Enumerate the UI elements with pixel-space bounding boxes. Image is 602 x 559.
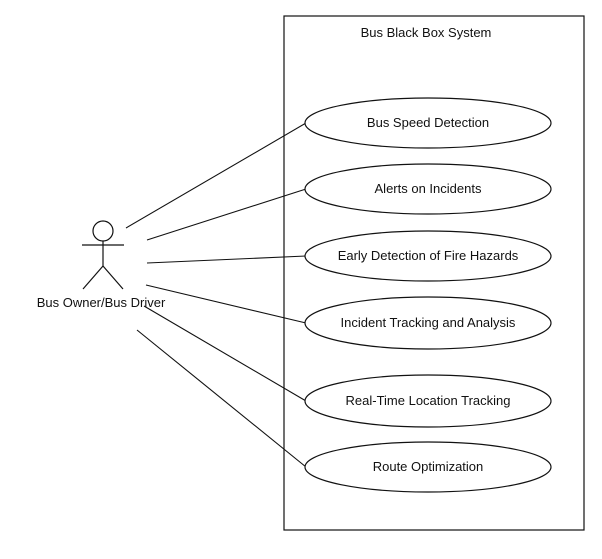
use-case-label: Incident Tracking and Analysis [341,315,516,330]
use-case-ellipse [304,163,552,215]
association-line-1 [125,122,307,229]
system-boundary [283,15,585,531]
use-case-label: Alerts on Incidents [375,181,482,196]
use-case-3: Early Detection of Fire Hazards [304,230,552,282]
use-case-ellipse [304,441,552,493]
use-case-ellipse [304,374,552,428]
use-case-label: Route Optimization [373,459,484,474]
actor-label: Bus Owner/Bus Driver [37,295,166,310]
actor-figure [82,220,124,290]
use-case-ellipse [304,230,552,282]
use-case-5: Real-Time Location Tracking [304,374,552,428]
actor-right-leg [102,265,124,290]
use-case-label: Bus Speed Detection [367,115,489,130]
use-case-2: Alerts on Incidents [304,163,552,215]
use-case-1: Bus Speed Detection [304,97,552,149]
use-case-4: Incident Tracking and Analysis [304,296,552,350]
use-case-label: Early Detection of Fire Hazards [338,248,519,263]
association-line-6 [136,329,307,468]
use-case-ellipse [304,296,552,350]
system-title: Bus Black Box System [361,25,492,40]
association-line-5 [143,305,307,402]
association-line-3 [146,255,307,264]
use-case-label: Real-Time Location Tracking [346,393,511,408]
association-line-2 [146,188,307,241]
associations [125,122,307,468]
use-case-ellipse [304,97,552,149]
use-case-6: Route Optimization [304,441,552,493]
actor-head [92,220,114,242]
actor-left-leg [82,265,104,290]
association-line-4 [145,284,307,324]
